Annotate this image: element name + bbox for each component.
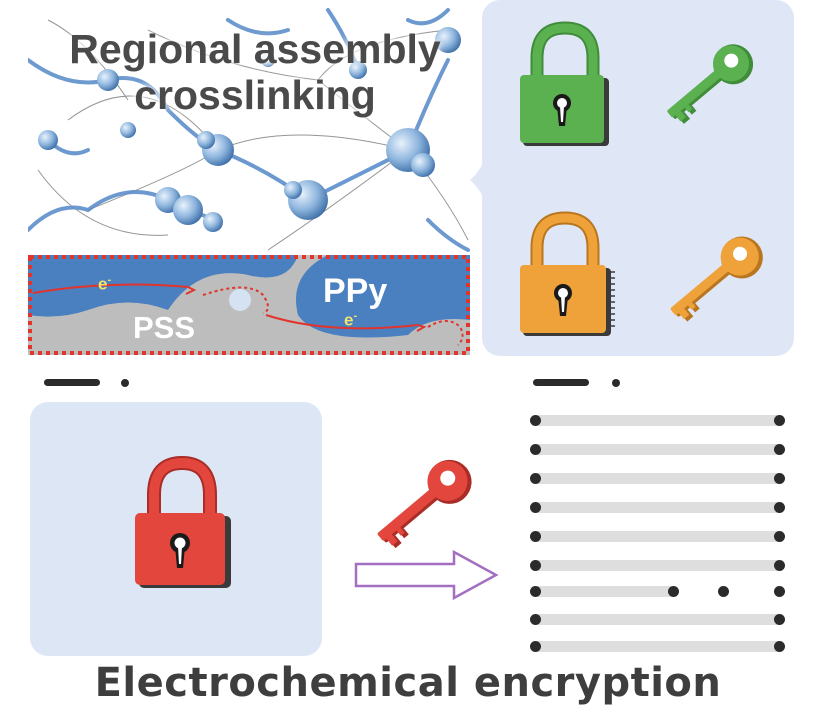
row-dot xyxy=(774,473,785,484)
row-dot xyxy=(774,444,785,455)
row-dot xyxy=(530,502,541,513)
row-line xyxy=(536,444,780,455)
row-dot xyxy=(774,641,785,652)
row-line xyxy=(536,641,780,652)
electron-label-1: e- xyxy=(98,274,112,294)
title-line-2: crosslinking xyxy=(134,72,376,118)
row-dot xyxy=(530,560,541,571)
row-dot xyxy=(668,586,679,597)
title-line-1: Regional assembly xyxy=(69,26,441,72)
row-line xyxy=(536,502,780,513)
right-arrow-icon xyxy=(354,550,499,600)
key-icon xyxy=(377,459,472,549)
electron-label-2: e- xyxy=(344,310,358,330)
row-line xyxy=(536,614,780,625)
row-line xyxy=(536,473,780,484)
charge-carrier xyxy=(229,289,251,311)
row-dot xyxy=(718,586,729,597)
row-dot xyxy=(774,415,785,426)
row-line xyxy=(536,531,780,542)
row-dot xyxy=(530,444,541,455)
encrypted-rows xyxy=(530,412,786,652)
padlock-icon xyxy=(135,455,231,588)
padlock-icon xyxy=(520,21,609,146)
row-dot xyxy=(530,415,541,426)
row-dot xyxy=(774,502,785,513)
row-dot xyxy=(530,473,541,484)
row-dot xyxy=(530,614,541,625)
dot-marker xyxy=(612,379,620,387)
ppy-pss-conduction-strip xyxy=(28,255,470,355)
row-dot xyxy=(530,641,541,652)
key-icon xyxy=(670,236,763,322)
key-icon xyxy=(667,44,754,124)
row-line xyxy=(536,560,780,571)
row-dot xyxy=(774,560,785,571)
row-line xyxy=(536,415,780,426)
row-dot xyxy=(530,586,541,597)
padlock-icon xyxy=(520,211,615,336)
brace-connector xyxy=(470,150,488,210)
caption: Electrochemical encryption xyxy=(94,660,722,706)
row-dot xyxy=(530,531,541,542)
row-line xyxy=(536,586,672,597)
dash-marker xyxy=(533,379,589,386)
row-dot xyxy=(774,586,785,597)
ppy-label: PPy xyxy=(323,272,388,310)
dash-marker xyxy=(44,379,100,386)
polymer-network-illustration xyxy=(28,8,470,252)
diagram-title: Regional assembly crosslinking xyxy=(40,26,470,118)
dot-marker xyxy=(121,379,129,387)
row-dot xyxy=(774,531,785,542)
row-dot xyxy=(774,614,785,625)
pss-label: PSS xyxy=(133,310,196,345)
